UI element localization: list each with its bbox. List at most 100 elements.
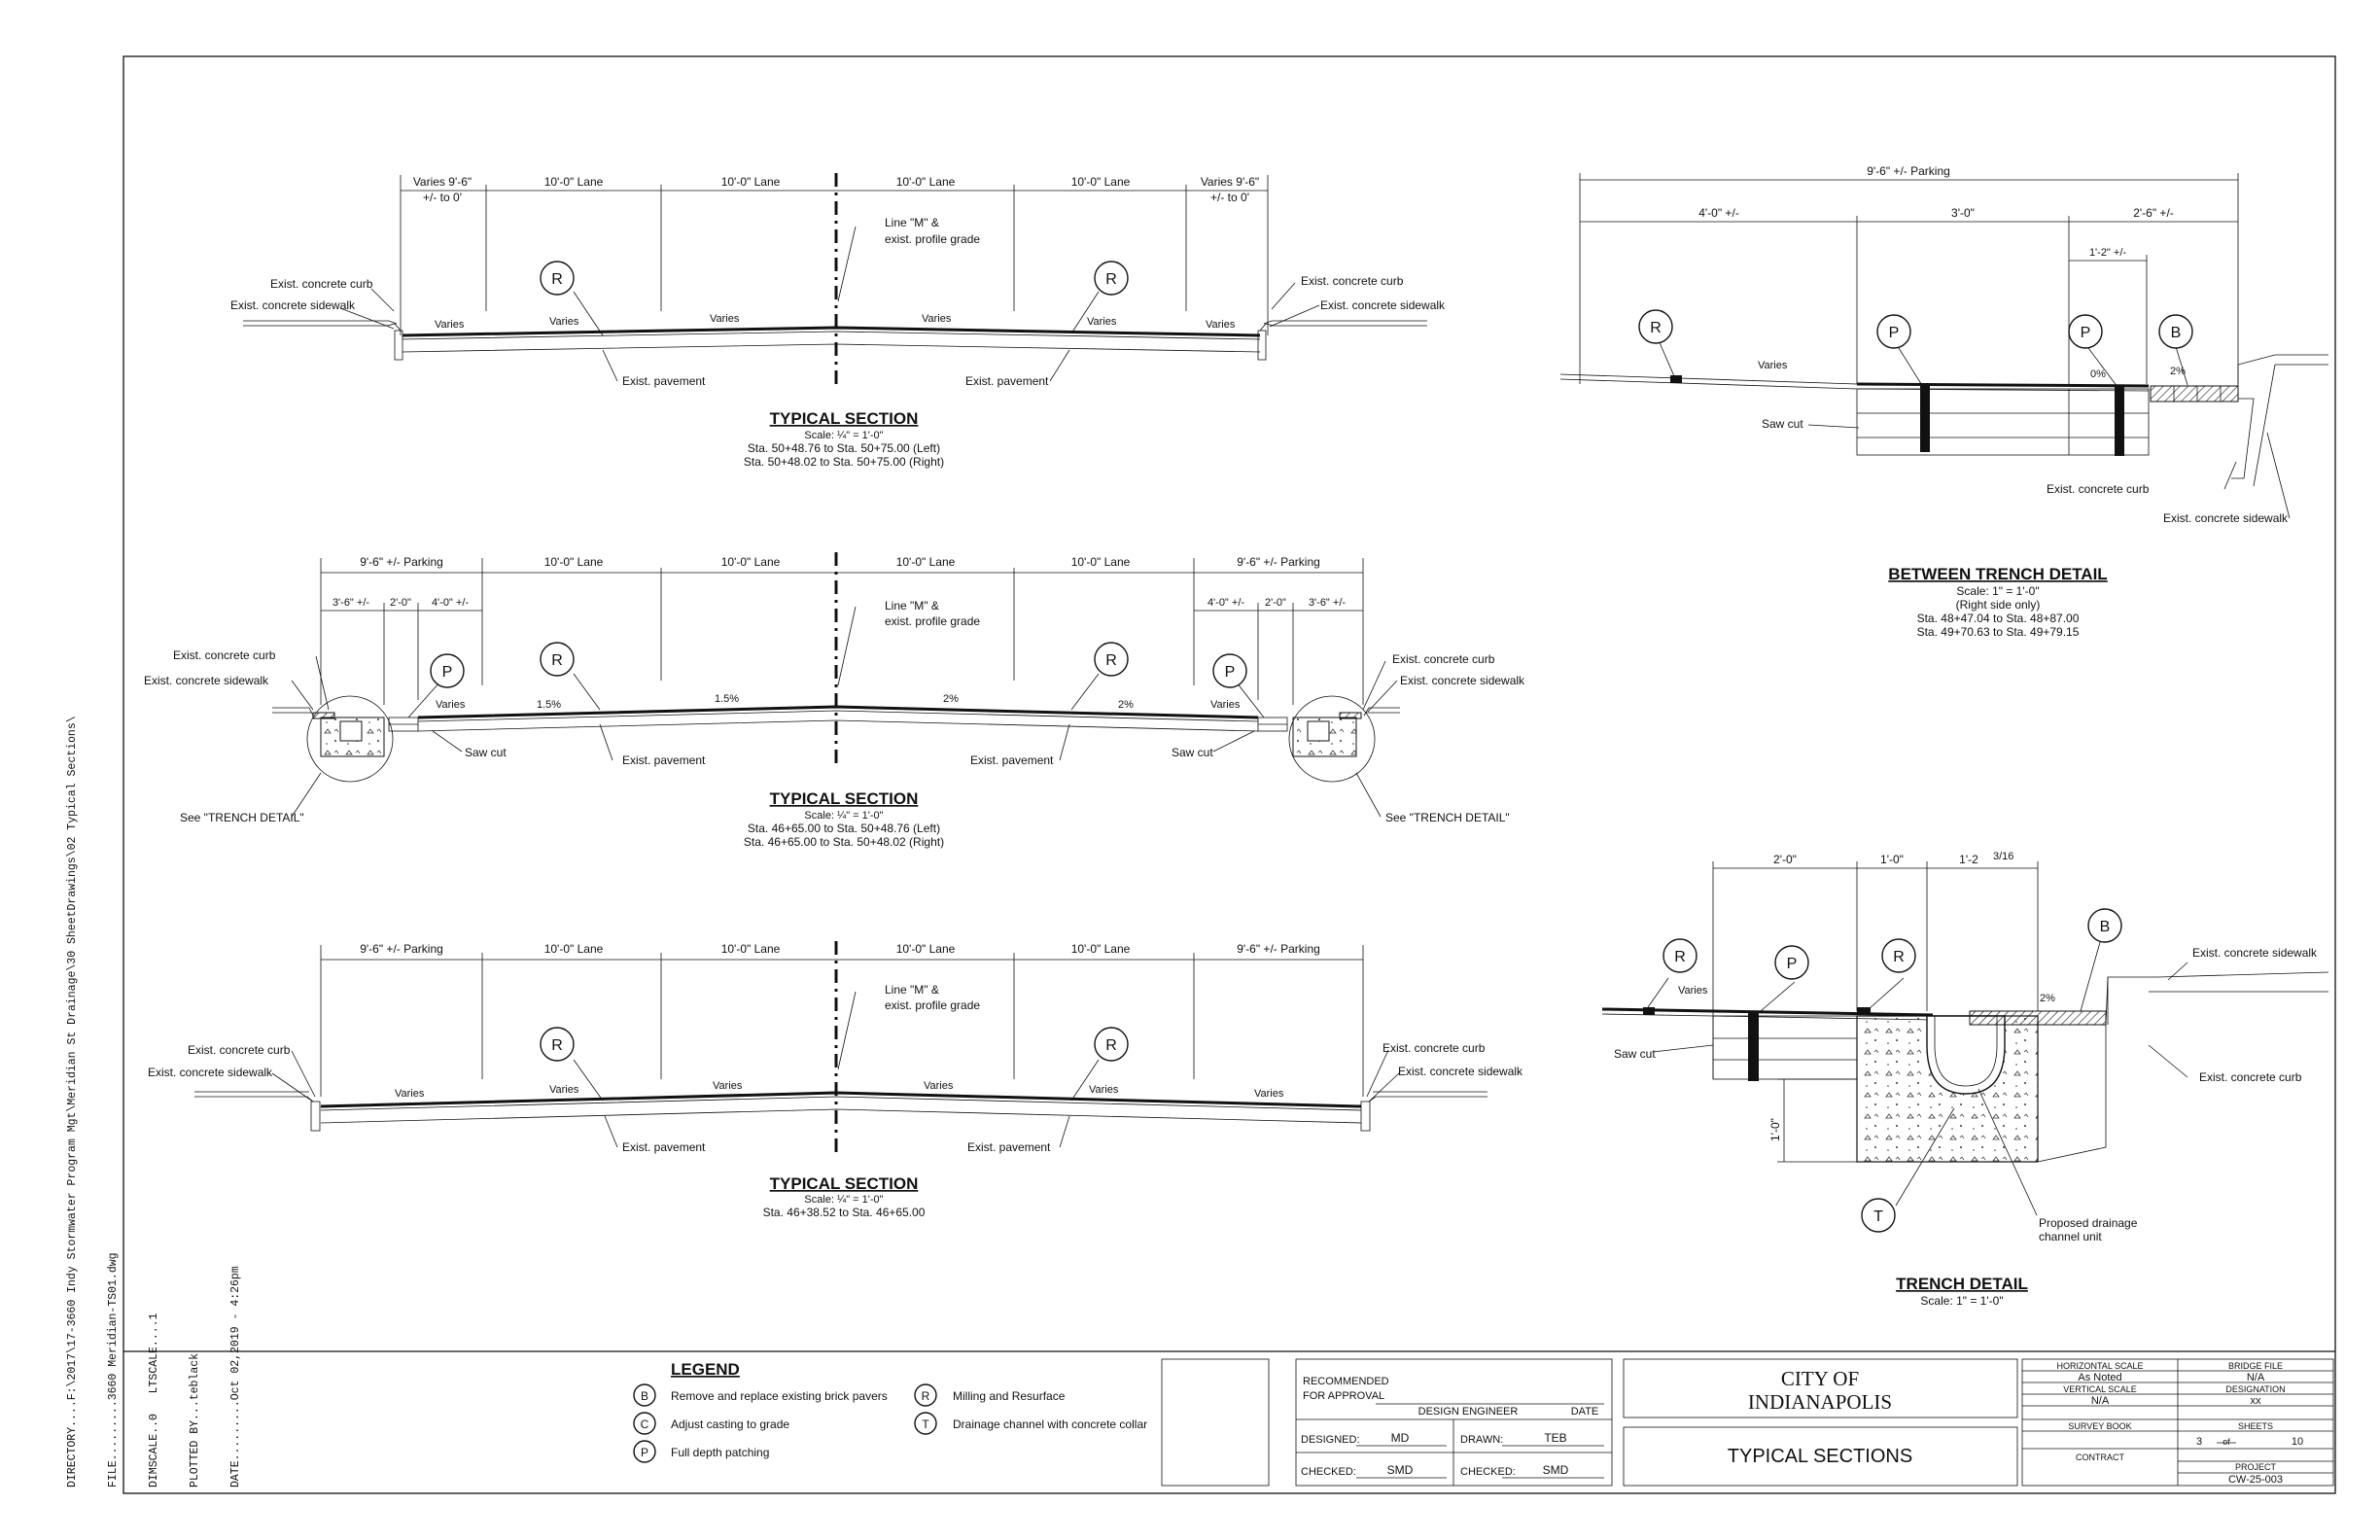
legend-key: B (641, 1389, 648, 1403)
slope-label: 1.5% (715, 693, 739, 705)
svg-text:R: R (551, 1037, 563, 1054)
drawn-value: TEB (1544, 1431, 1566, 1445)
legend-key: P (641, 1446, 648, 1459)
info-block: HORIZONTAL SCALE As Noted VERTICAL SCALE… (2021, 1358, 2334, 1487)
info-label: DESIGNATION (2225, 1384, 2285, 1394)
slope-label: 2% (2040, 993, 2055, 1004)
pavement-label: Exist. pavement (965, 374, 1049, 388)
svg-text:R: R (1893, 949, 1905, 965)
line-m-label: Line "M" & (885, 599, 939, 612)
legend-item: Remove and replace existing brick pavers (671, 1389, 888, 1403)
legend-key: T (922, 1418, 929, 1431)
section-title: TYPICAL SECTION (770, 1174, 919, 1193)
svg-text:B: B (2100, 919, 2111, 935)
dim-label: 10'-0" Lane (896, 555, 956, 569)
varies-label: Varies (436, 699, 466, 711)
varies-label: Varies (395, 1088, 425, 1100)
svg-text:B: B (2171, 325, 2182, 341)
dim-label: 3'-6" +/- (332, 597, 369, 609)
varies-label: Varies (713, 1080, 743, 1092)
marker-r (540, 1027, 575, 1062)
pavement-label: Exist. pavement (622, 1140, 706, 1154)
sidewalk-label: Exist. concrete sidewalk (1400, 674, 1525, 687)
typical-section-3: 9'-6" +/- Parking 10'-0" Lane 10'-0" Lan… (148, 941, 1523, 1219)
marker-t (1861, 1198, 1896, 1233)
legend-item: Milling and Resurface (953, 1389, 1066, 1403)
dim-label: Varies 9'-6" (413, 175, 472, 189)
marker-b (2158, 314, 2193, 349)
trench-detail: 2'-0" 1'-0" 1'-2 3/16 1'-0" Varies 2% (1601, 851, 2329, 1308)
sidewalk-label: Exist. concrete sidewalk (2192, 946, 2318, 960)
detail-scale: Scale: 1" = 1'-0" (1956, 584, 2039, 598)
section-station: Sta. 50+48.02 to Sta. 50+75.00 (Right) (744, 455, 944, 469)
svg-text:R: R (1650, 320, 1662, 336)
dim-label: 9'-6" +/- Parking (360, 555, 443, 569)
dim-label: 9'-6" +/- Parking (1237, 555, 1320, 569)
dim-label: 10'-0" Lane (896, 175, 956, 189)
section-station: Sta. 50+48.76 to Sta. 50+75.00 (Left) (748, 441, 940, 455)
sheet-number: 3 (2196, 1436, 2202, 1448)
marker-r (1638, 309, 1673, 344)
typical-section-2: 9'-6" +/- Parking 10'-0" Lane 10'-0" Lan… (144, 552, 1525, 849)
sheet-border (122, 55, 2336, 1494)
checked-label: CHECKED: (1301, 1466, 1356, 1478)
dim-label: 2'-0" (390, 597, 411, 609)
pavement-label: Exist. pavement (622, 374, 706, 388)
sidewalk-label: Exist. concrete sidewalk (148, 1066, 273, 1079)
dim-label: 10'-0" Lane (1071, 175, 1131, 189)
dim-label: 10'-0" Lane (544, 555, 604, 569)
varies-label: Varies (1206, 319, 1236, 331)
marker-p (2068, 314, 2103, 349)
dim-fraction: 3/16 (1993, 851, 2013, 862)
info-label: BRIDGE FILE (2228, 1361, 2283, 1371)
curb-label: Exist. concrete curb (2199, 1070, 2302, 1084)
engineer-label: DESIGN ENGINEER (1418, 1406, 1519, 1418)
section-station: Sta. 46+38.52 to Sta. 46+65.00 (763, 1206, 926, 1219)
sidewalk-label: Exist. concrete sidewalk (144, 674, 269, 687)
section-station: Sta. 46+65.00 to Sta. 50+48.02 (Right) (744, 835, 944, 849)
svg-text:R: R (1105, 652, 1117, 669)
info-value: xx (2251, 1395, 2262, 1407)
marker-r (540, 642, 575, 677)
sidewalk-label: Exist. concrete sidewalk (1320, 298, 1446, 312)
legend-item: Full depth patching (671, 1446, 769, 1459)
section-scale: Scale: ¼" = 1'-0" (804, 430, 883, 441)
grade-label: exist. profile grade (885, 998, 980, 1012)
legend-item: Adjust casting to grade (671, 1418, 789, 1431)
slope-label: 2% (2170, 366, 2186, 377)
svg-text:R: R (551, 271, 563, 288)
info-value: N/A (2247, 1372, 2265, 1383)
curb-label: Exist. concrete curb (173, 648, 276, 662)
varies-label: Varies (549, 316, 579, 328)
dim-label: 10'-0" Lane (896, 942, 956, 956)
svg-text:P: P (1889, 325, 1900, 341)
varies-label: Varies (435, 319, 465, 331)
approval-block: RECOMMENDED FOR APPROVAL DESIGN ENGINEER… (1295, 1358, 1613, 1487)
legend-key: R (922, 1389, 930, 1403)
dim-label: 1'-2 (1959, 853, 1978, 866)
sidewalk-label: Exist. concrete sidewalk (1398, 1065, 1523, 1078)
section-scale: Scale: ¼" = 1'-0" (804, 1194, 883, 1206)
varies-label: Varies (710, 313, 740, 325)
dim-label: 10'-0" Lane (721, 175, 781, 189)
info-value: As Noted (2078, 1372, 2121, 1383)
pavement-label: Exist. pavement (622, 753, 706, 767)
dim-label: 1'-2" +/- (2089, 247, 2126, 259)
legend-key: C (641, 1418, 649, 1431)
info-label: SHEETS (2238, 1421, 2273, 1431)
recommended-label: RECOMMENDED (1303, 1376, 1389, 1387)
blank-block (1161, 1358, 1270, 1487)
varies-label: Varies (1254, 1088, 1284, 1100)
slope-label: 0% (2090, 368, 2106, 380)
slope-label: 1.5% (537, 699, 561, 711)
section-scale: Scale: ¼" = 1'-0" (804, 810, 883, 822)
sawcut-label: Saw cut (465, 746, 507, 759)
sawcut-label: Saw cut (1762, 417, 1803, 431)
detail-title: BETWEEN TRENCH DETAIL (1888, 565, 2107, 583)
svg-text:P: P (1225, 664, 1236, 681)
dim-label: 2'-0" (1265, 597, 1286, 609)
sheet-of: of (2222, 1437, 2230, 1447)
marker-r (1094, 261, 1129, 296)
info-label: PROJECT (2235, 1462, 2277, 1472)
